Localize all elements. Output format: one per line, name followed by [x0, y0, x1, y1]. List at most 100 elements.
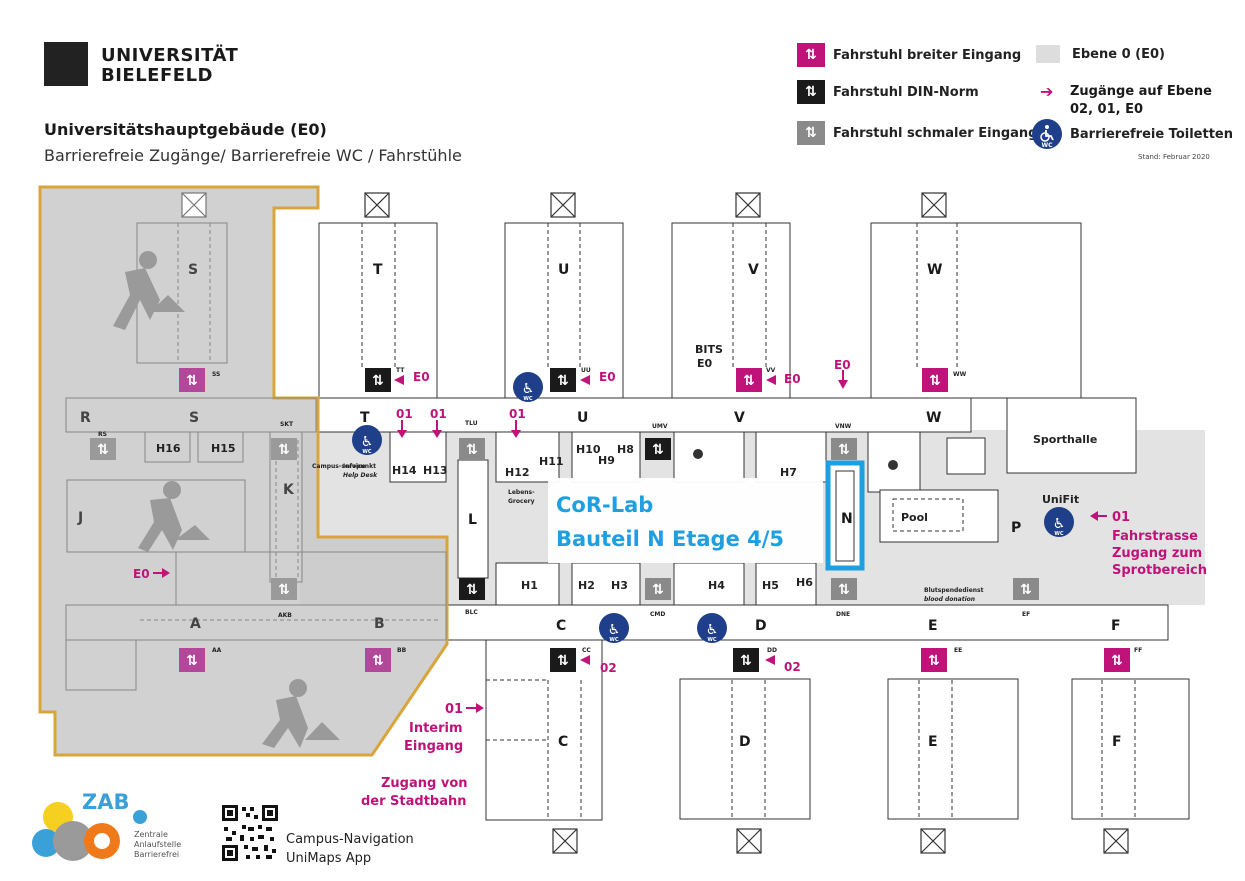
zab-title: ZAB — [82, 790, 130, 814]
cor-lab-location: Bauteil N Etage 4/5 — [556, 527, 785, 551]
restaurant-icon — [693, 449, 703, 459]
wing-label-c: C — [558, 734, 568, 750]
svg-text:⇅: ⇅ — [97, 442, 109, 458]
access-e0-t: E0 — [413, 370, 430, 384]
svg-text:♿: ♿ — [706, 622, 719, 638]
corridor-label-a: A — [190, 616, 201, 632]
wing-label-e: E — [928, 734, 938, 750]
room-label-pool: Pool — [901, 511, 928, 524]
svg-text:♿: ♿ — [1053, 516, 1066, 532]
lift-code-dne: DNE — [836, 611, 850, 618]
access-01-t2: 01 — [430, 407, 447, 421]
cor-lab-callout — [548, 478, 823, 563]
sporthalle-label: Sporthalle — [1033, 433, 1097, 446]
room-label-p: P — [1011, 520, 1021, 536]
stadtbahn-line2: der Stadtbahn — [361, 794, 467, 809]
access-arrow-icon: ➔ — [1040, 82, 1054, 101]
svg-text:⇅: ⇅ — [838, 582, 850, 598]
svg-text:⇅: ⇅ — [278, 442, 290, 458]
zab-logo: ZAB Zentrale Anlaufstelle Barrierefrei — [32, 790, 181, 861]
legend-level: Ebene 0 (E0) — [1036, 45, 1165, 63]
wing-label-t: T — [373, 262, 383, 278]
svg-text:WC: WC — [1041, 142, 1053, 149]
legend-lift-narrow-label: Fahrstuhl schmaler Eingang — [833, 125, 1038, 141]
svg-text:⇅: ⇅ — [372, 653, 384, 669]
corridor-label-f: F — [1111, 618, 1121, 634]
access-02-d: 02 — [784, 660, 801, 674]
legend-lift-wide: ⇅ Fahrstuhl breiter Eingang — [797, 43, 1021, 67]
svg-text:⇅: ⇅ — [186, 653, 198, 669]
lift-code-ww: WW — [953, 371, 967, 378]
building-n-highlight — [825, 460, 865, 571]
legend-level-label: Ebene 0 (E0) — [1072, 46, 1165, 62]
room-label-h5: H5 — [762, 579, 779, 592]
room-label-h10: H10 — [576, 443, 601, 456]
university-logo-text: UNIVERSITÄT BIELEFELD — [101, 46, 238, 86]
wheelchair-wc-icon: ♿ WC — [513, 372, 543, 402]
blood-en-label: blood donation — [924, 596, 975, 603]
wing-label-v: V — [748, 262, 759, 278]
corridor-label-v: V — [734, 410, 745, 426]
room-label-h9: H9 — [598, 454, 615, 467]
svg-text:♿: ♿ — [361, 434, 374, 450]
svg-text:⇅: ⇅ — [929, 373, 941, 389]
svg-text:⇅: ⇅ — [466, 442, 478, 458]
lift-code-ee: EE — [954, 647, 962, 654]
fahrstrasse-line1: Fahrstrasse — [1112, 529, 1198, 544]
lift-code-aa: AA — [212, 647, 222, 654]
construction-worker-icon — [113, 251, 185, 330]
room-label-h3: H3 — [611, 579, 628, 592]
wc-label-5: WC — [1054, 531, 1064, 537]
zab-line-3: Barrierefrei — [134, 850, 179, 859]
grocery-label: Grocery — [508, 498, 535, 505]
fahrstrasse-line3: Sprotbereich — [1112, 563, 1207, 578]
access-01-t1: 01 — [396, 407, 413, 421]
room-label-j: J — [77, 510, 83, 526]
room-label-n: N — [841, 511, 853, 527]
lift-code-akb: AKB — [278, 612, 292, 619]
legend-stand-date: Stand: Februar 2020 — [1138, 153, 1210, 161]
qr-code[interactable] — [222, 805, 278, 861]
svg-text:⇅: ⇅ — [466, 582, 478, 598]
corridor-label-t: T — [360, 410, 370, 426]
room-label-h16: H16 — [156, 442, 181, 455]
corridor-label-c: C — [556, 618, 566, 634]
lift-code-tlu: TLU — [465, 420, 478, 427]
fahrstrasse-01: 01 — [1112, 510, 1130, 525]
room-label-h2: H2 — [578, 579, 595, 592]
wing-label-d: D — [739, 734, 751, 750]
legend-lift-narrow: ⇅ Fahrstuhl schmaler Eingang — [797, 121, 1037, 145]
room-label-h4: H4 — [708, 579, 725, 592]
lift-din-icon: ⇅ — [797, 80, 825, 104]
lift-code-bb: BB — [397, 647, 407, 654]
zab-line-2: Anlaufstelle — [134, 840, 181, 849]
unifit-label: UniFit — [1042, 493, 1079, 506]
wheelchair-wc-icon: ♿ WC — [599, 613, 629, 643]
svg-text:⇅: ⇅ — [740, 653, 752, 669]
room-label-s: S — [188, 262, 198, 278]
wing-label-w: W — [927, 262, 942, 278]
lift-code-ff: FF — [1134, 647, 1142, 654]
access-e0-u: E0 — [599, 370, 616, 384]
svg-text:⇅: ⇅ — [1111, 653, 1123, 669]
legend-lift-din-label: Fahrstuhl DIN-Norm — [833, 84, 979, 100]
svg-text:⇅: ⇅ — [652, 442, 664, 458]
room-label-h6: H6 — [796, 576, 813, 589]
restaurant-icon — [888, 460, 898, 470]
lift-code-umv: UMV — [652, 423, 668, 430]
room-label-h13: H13 — [423, 464, 448, 477]
lift-code-vv: VV — [766, 367, 776, 374]
stadtbahn-line1: Zugang von — [381, 776, 468, 791]
bits-e0-label: E0 — [697, 357, 713, 370]
helpdesk-label: Help Desk — [343, 472, 378, 479]
interim-01: 01 — [445, 702, 463, 717]
svg-text:⇅: ⇅ — [372, 373, 384, 389]
lift-code-blc: BLC — [465, 609, 478, 616]
wc-label-2: WC — [523, 396, 533, 402]
blood-label: Blutspendedienst — [924, 587, 984, 594]
legend-toilets-label: Barrierefreie Toiletten — [1070, 126, 1233, 142]
page-title: Universitätshauptgebäude (E0) — [44, 120, 327, 139]
svg-text:⇅: ⇅ — [557, 653, 569, 669]
